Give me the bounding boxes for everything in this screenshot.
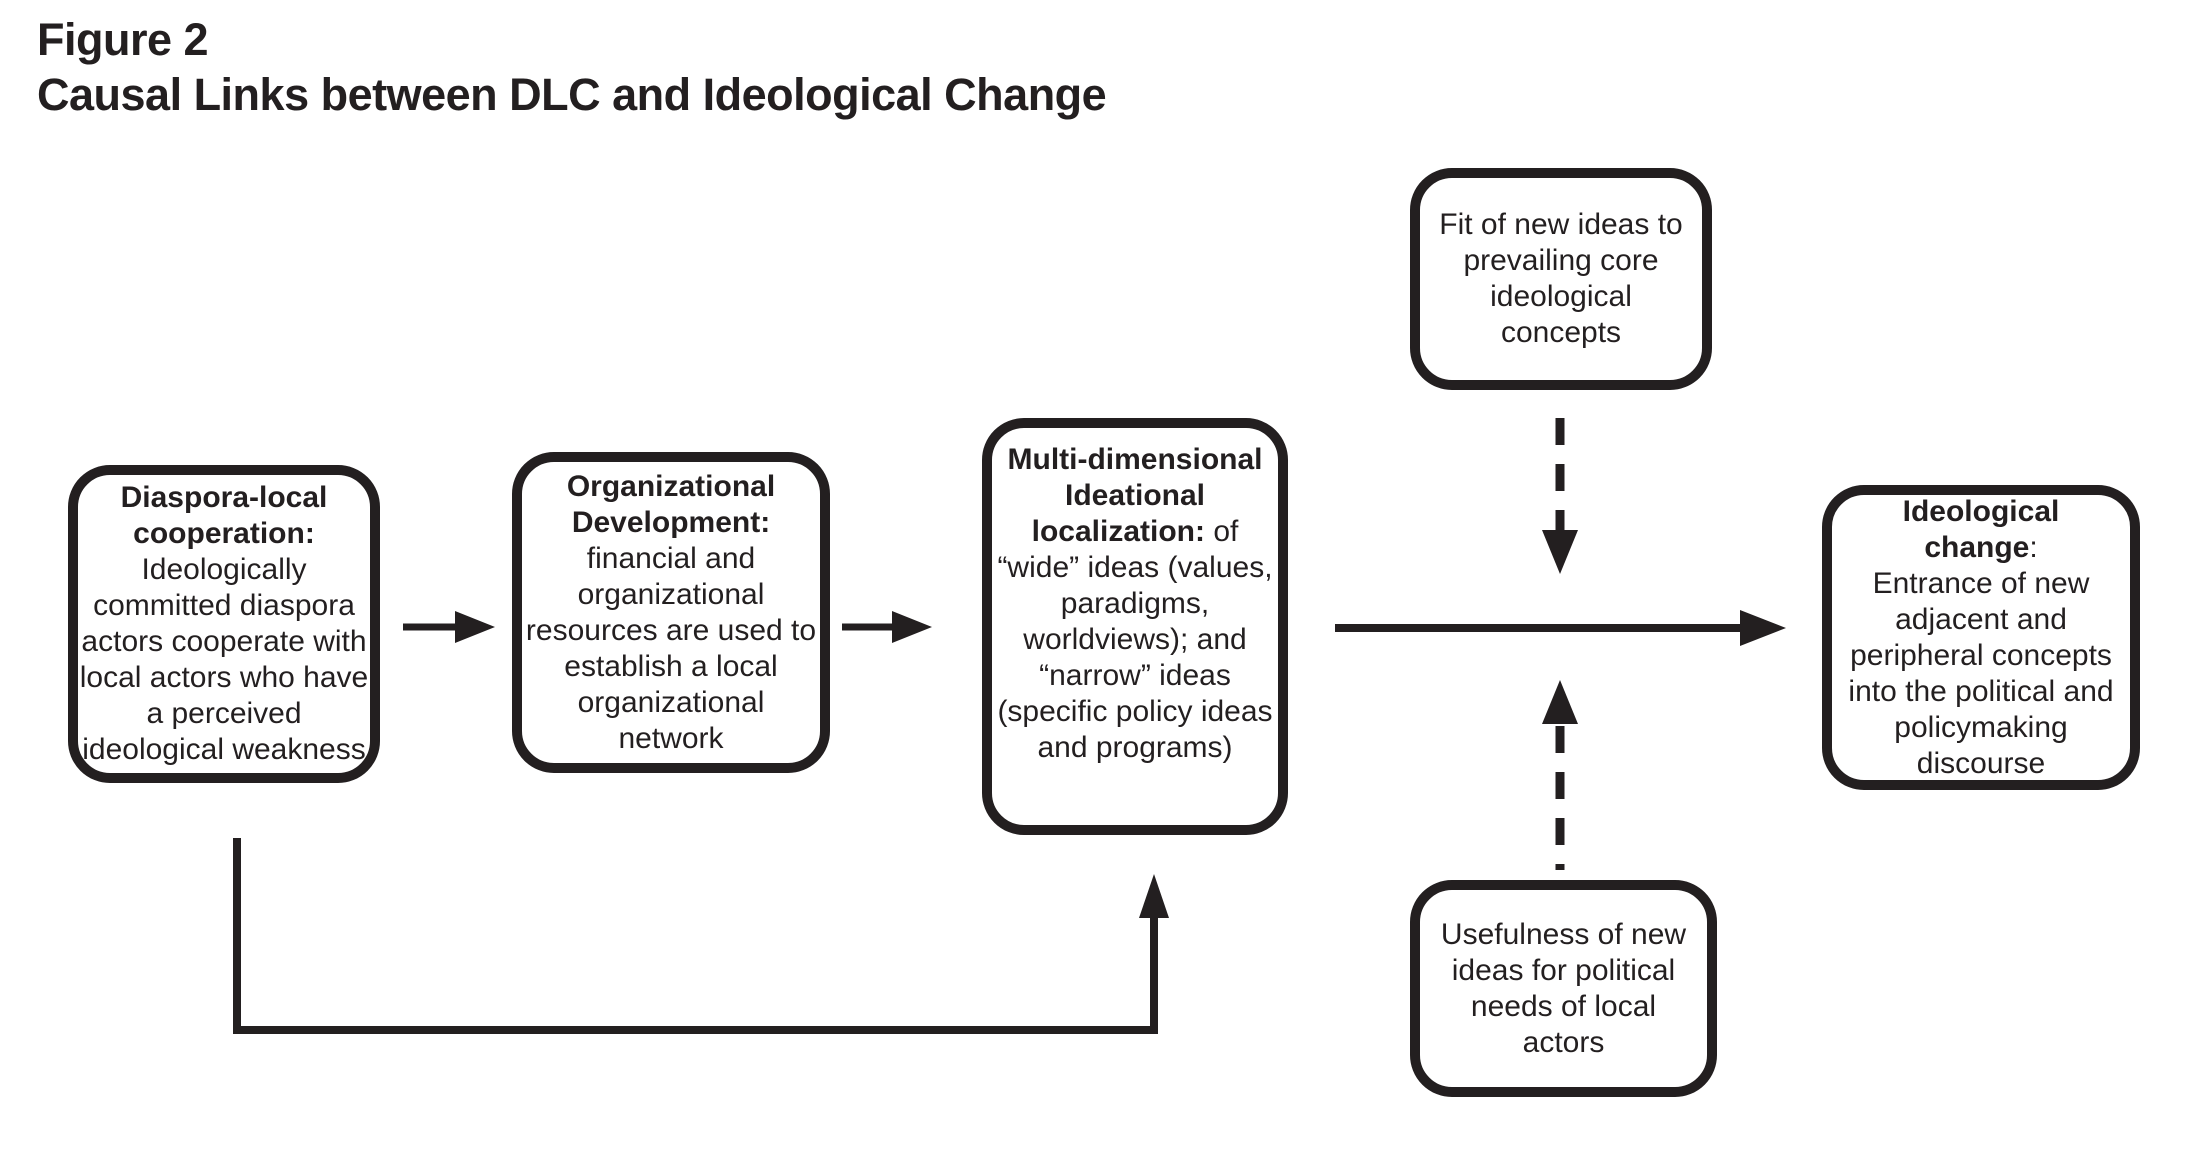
- arrowhead-down-icon: [1542, 530, 1578, 574]
- node-usefulness-of-new-ideas: Usefulness of new ideas for political ne…: [1410, 880, 1717, 1097]
- arrow-development-to-localization: [842, 611, 932, 643]
- node-body: Fit of new ideas to prevailing core ideo…: [1439, 208, 1683, 349]
- node-body: Usefulness of new ideas for political ne…: [1440, 917, 1687, 1059]
- node-ideological-change: Ideological change: Entrance of new adja…: [1822, 485, 2140, 790]
- node-text: Diaspora-local cooperation: Ideologicall…: [80, 480, 369, 768]
- arrow-fit-dashed-down: [1542, 418, 1578, 574]
- arrow-usefulness-dashed-up: [1542, 680, 1578, 870]
- arrowhead-up-icon: [1139, 874, 1169, 918]
- arrow-cooperation-to-development: [403, 611, 495, 643]
- node-body: financial and organizational resources a…: [525, 541, 817, 755]
- node-body: Ideologically committed diaspora actors …: [79, 553, 369, 766]
- node-text: Fit of new ideas to prevailing core ideo…: [1439, 207, 1682, 351]
- node-fit-of-new-ideas: Fit of new ideas to prevailing core ideo…: [1410, 168, 1712, 390]
- figure-number: Figure 2: [37, 14, 209, 65]
- node-diaspora-local-cooperation: Diaspora-local cooperation: Ideologicall…: [68, 465, 380, 783]
- arrowhead-up-icon: [1542, 680, 1578, 724]
- node-heading: Multi-dimensional Ideational localizatio…: [1007, 443, 1263, 548]
- node-text: Organizational Development: financial an…: [526, 469, 816, 757]
- node-text: Multi-dimensional Ideational localizatio…: [997, 442, 1272, 766]
- node-ideational-localization: Multi-dimensional Ideational localizatio…: [982, 418, 1288, 835]
- arrowhead-right-icon: [1740, 610, 1786, 646]
- node-body: : Entrance of new adjacent and periphera…: [1848, 530, 2114, 780]
- node-organizational-development: Organizational Development: financial an…: [512, 452, 830, 773]
- node-heading: Ideological change: [1902, 494, 2060, 564]
- arrow-localization-to-change: [1335, 610, 1786, 646]
- node-heading: Diaspora-local cooperation:: [120, 481, 328, 550]
- arrowhead-right-icon: [892, 611, 932, 643]
- node-text: Usefulness of new ideas for political ne…: [1441, 917, 1686, 1061]
- node-text: Ideological change: Entrance of new adja…: [1848, 494, 2113, 782]
- node-heading: Organizational Development:: [566, 469, 776, 539]
- node-body: of “wide” ideas (values, paradigms, worl…: [997, 515, 1273, 764]
- figure-caption: Causal Links between DLC and Ideological…: [37, 69, 1107, 120]
- arrowhead-right-icon: [455, 611, 495, 643]
- arrow-feedback-loop: [233, 838, 1169, 1034]
